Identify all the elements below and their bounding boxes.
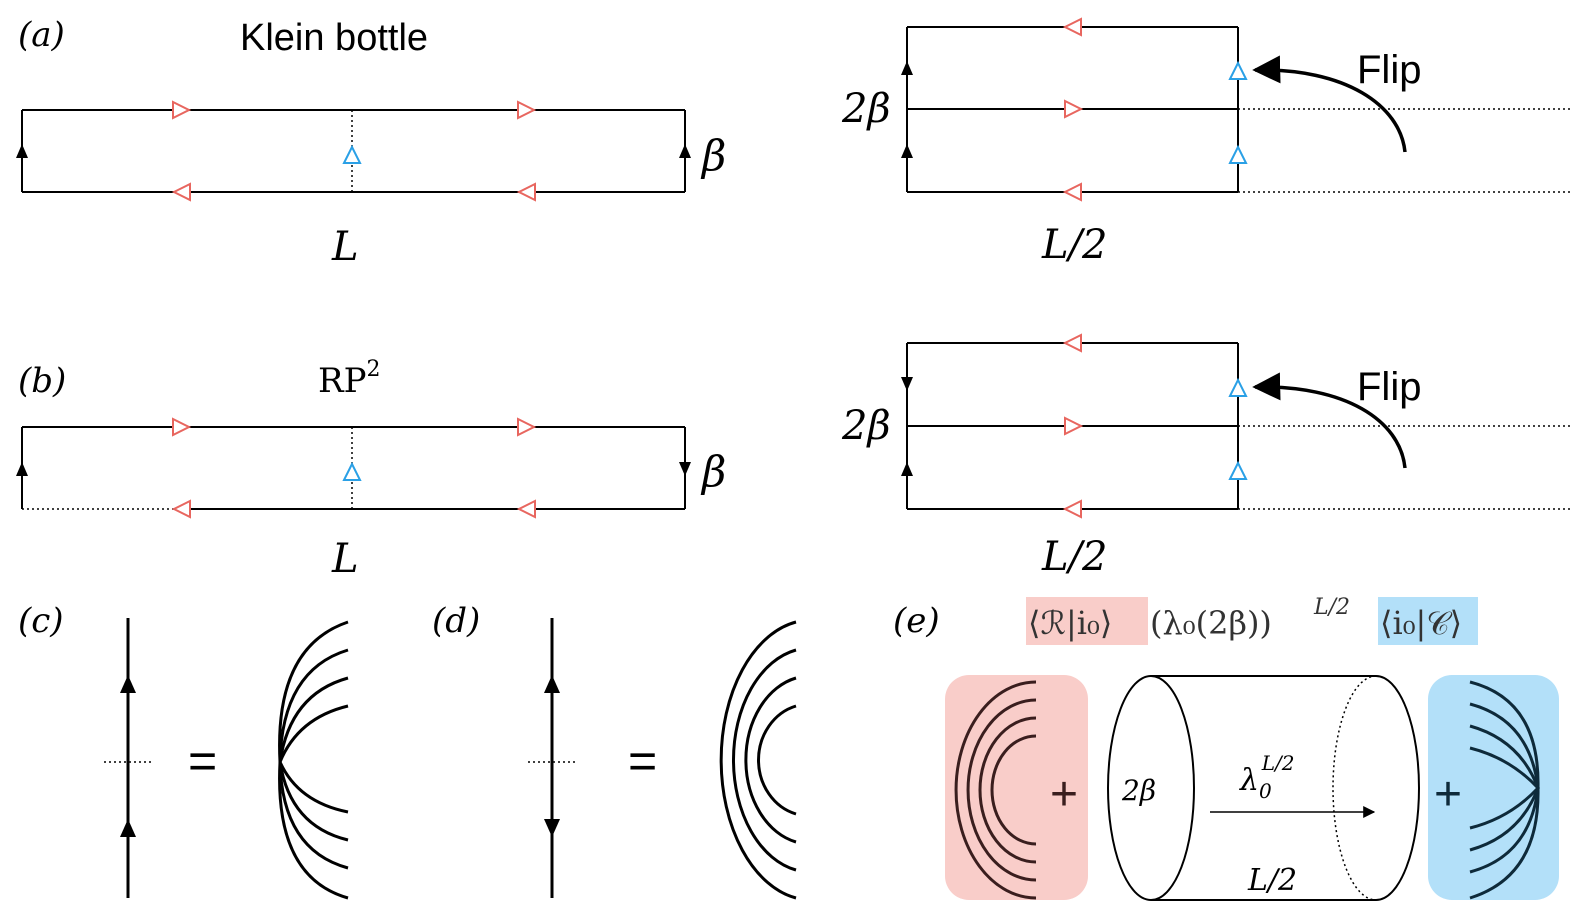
panel-c: (c) = — [18, 601, 349, 900]
black-arrow-up — [16, 462, 28, 476]
flip-label: Flip — [1357, 48, 1421, 92]
flip-label: Flip — [1357, 365, 1421, 409]
blue-arrow-up — [1228, 377, 1248, 397]
cylinder-length-label: L/2 — [1247, 863, 1297, 898]
panel-e: (e) ⟨ℛ|i₀⟩ (λ₀(2β)) L/2 ⟨i₀|𝒞⟩ + 2β λ0L/… — [893, 595, 1559, 901]
black-arrow-up — [544, 675, 560, 693]
width-label-L: L — [331, 224, 359, 270]
blue-crosscap-arcs — [1469, 680, 1541, 900]
black-arrow-up — [901, 144, 913, 158]
height-label-beta: β — [700, 447, 726, 496]
black-arrow-up — [120, 819, 136, 837]
equals-sign: = — [628, 733, 657, 789]
red-arrow-left — [171, 499, 191, 519]
formula-right-highlight — [1378, 597, 1478, 645]
black-arrow-up — [120, 675, 136, 693]
panel-b: (b) RP2 β L — [16, 333, 1570, 582]
black-arrow-down — [679, 462, 691, 476]
red-arrow-right — [1064, 99, 1084, 119]
panel-d: (d) = — [432, 601, 797, 900]
panel-a-label: (a) — [18, 15, 65, 55]
blue-arrow-up — [1228, 460, 1248, 480]
height-label-beta: β — [700, 131, 726, 180]
plus-sign-left: + — [1050, 768, 1078, 821]
formula-left: ⟨ℛ|i₀⟩ — [1028, 604, 1112, 642]
flip-arrow — [1252, 372, 1407, 469]
plus-sign-right: + — [1434, 768, 1462, 821]
red-arrow-left — [1062, 333, 1082, 353]
red-arrow-right — [517, 417, 537, 437]
folded-height-label: 2β — [841, 403, 891, 449]
crosscap-arcs-c — [278, 620, 349, 900]
black-arrow-up — [679, 144, 691, 158]
equals-sign: = — [188, 733, 217, 789]
formula-left-highlight — [1026, 597, 1148, 645]
black-arrow-up — [16, 144, 28, 158]
black-arrow-down — [901, 377, 913, 391]
panel-e-label: (e) — [893, 601, 940, 641]
flip-arrow — [1252, 55, 1407, 153]
folded-rect-b — [906, 342, 1570, 510]
folded-height-label: 2β — [841, 86, 891, 132]
panel-b-label: (b) — [18, 361, 66, 401]
black-arrow-down — [544, 819, 560, 837]
black-arrow-up — [901, 462, 913, 476]
panel-a: (a) Klein bottle β L — [16, 15, 1570, 270]
panel-c-label: (c) — [18, 601, 64, 641]
red-arrow-right — [172, 417, 192, 437]
crosscap-arcs-d — [719, 620, 797, 900]
red-arrow-right — [1064, 416, 1084, 436]
red-arrow-left — [516, 499, 536, 519]
red-arrow-left — [1062, 17, 1082, 37]
panel-a-title: Klein bottle — [240, 17, 428, 59]
panel-b-title: RP2 — [318, 357, 380, 401]
red-arrow-left — [171, 182, 191, 202]
red-crosscap-arcs — [954, 680, 1037, 900]
folded-width-label: L/2 — [1041, 534, 1108, 580]
red-arrow-left — [1062, 182, 1082, 202]
panel-d-label: (d) — [432, 601, 480, 641]
formula-mid: (λ₀(2β)) — [1150, 604, 1272, 642]
width-label-L: L — [331, 536, 359, 582]
cylinder-height-label: 2β — [1121, 774, 1156, 807]
blue-arrow-up — [342, 461, 362, 481]
formula-exponent: L/2 — [1313, 595, 1350, 620]
blue-arrow-up — [1228, 60, 1248, 80]
red-arrow-left — [516, 182, 536, 202]
red-arrow-right — [517, 100, 537, 120]
blue-arrow-up — [1228, 144, 1248, 164]
cylinder — [1107, 675, 1420, 901]
formula-right: ⟨i₀|𝒞⟩ — [1380, 604, 1462, 642]
red-arrow-right — [172, 100, 192, 120]
red-arrow-left — [1062, 499, 1082, 519]
blue-crosscap-box — [1428, 675, 1559, 900]
cylinder-lambda: λ0L/2 — [1239, 751, 1295, 803]
folded-width-label: L/2 — [1041, 222, 1108, 268]
black-arrow-up — [901, 61, 913, 75]
blue-arrow-up — [342, 144, 362, 164]
folded-rect-a — [906, 26, 1570, 193]
